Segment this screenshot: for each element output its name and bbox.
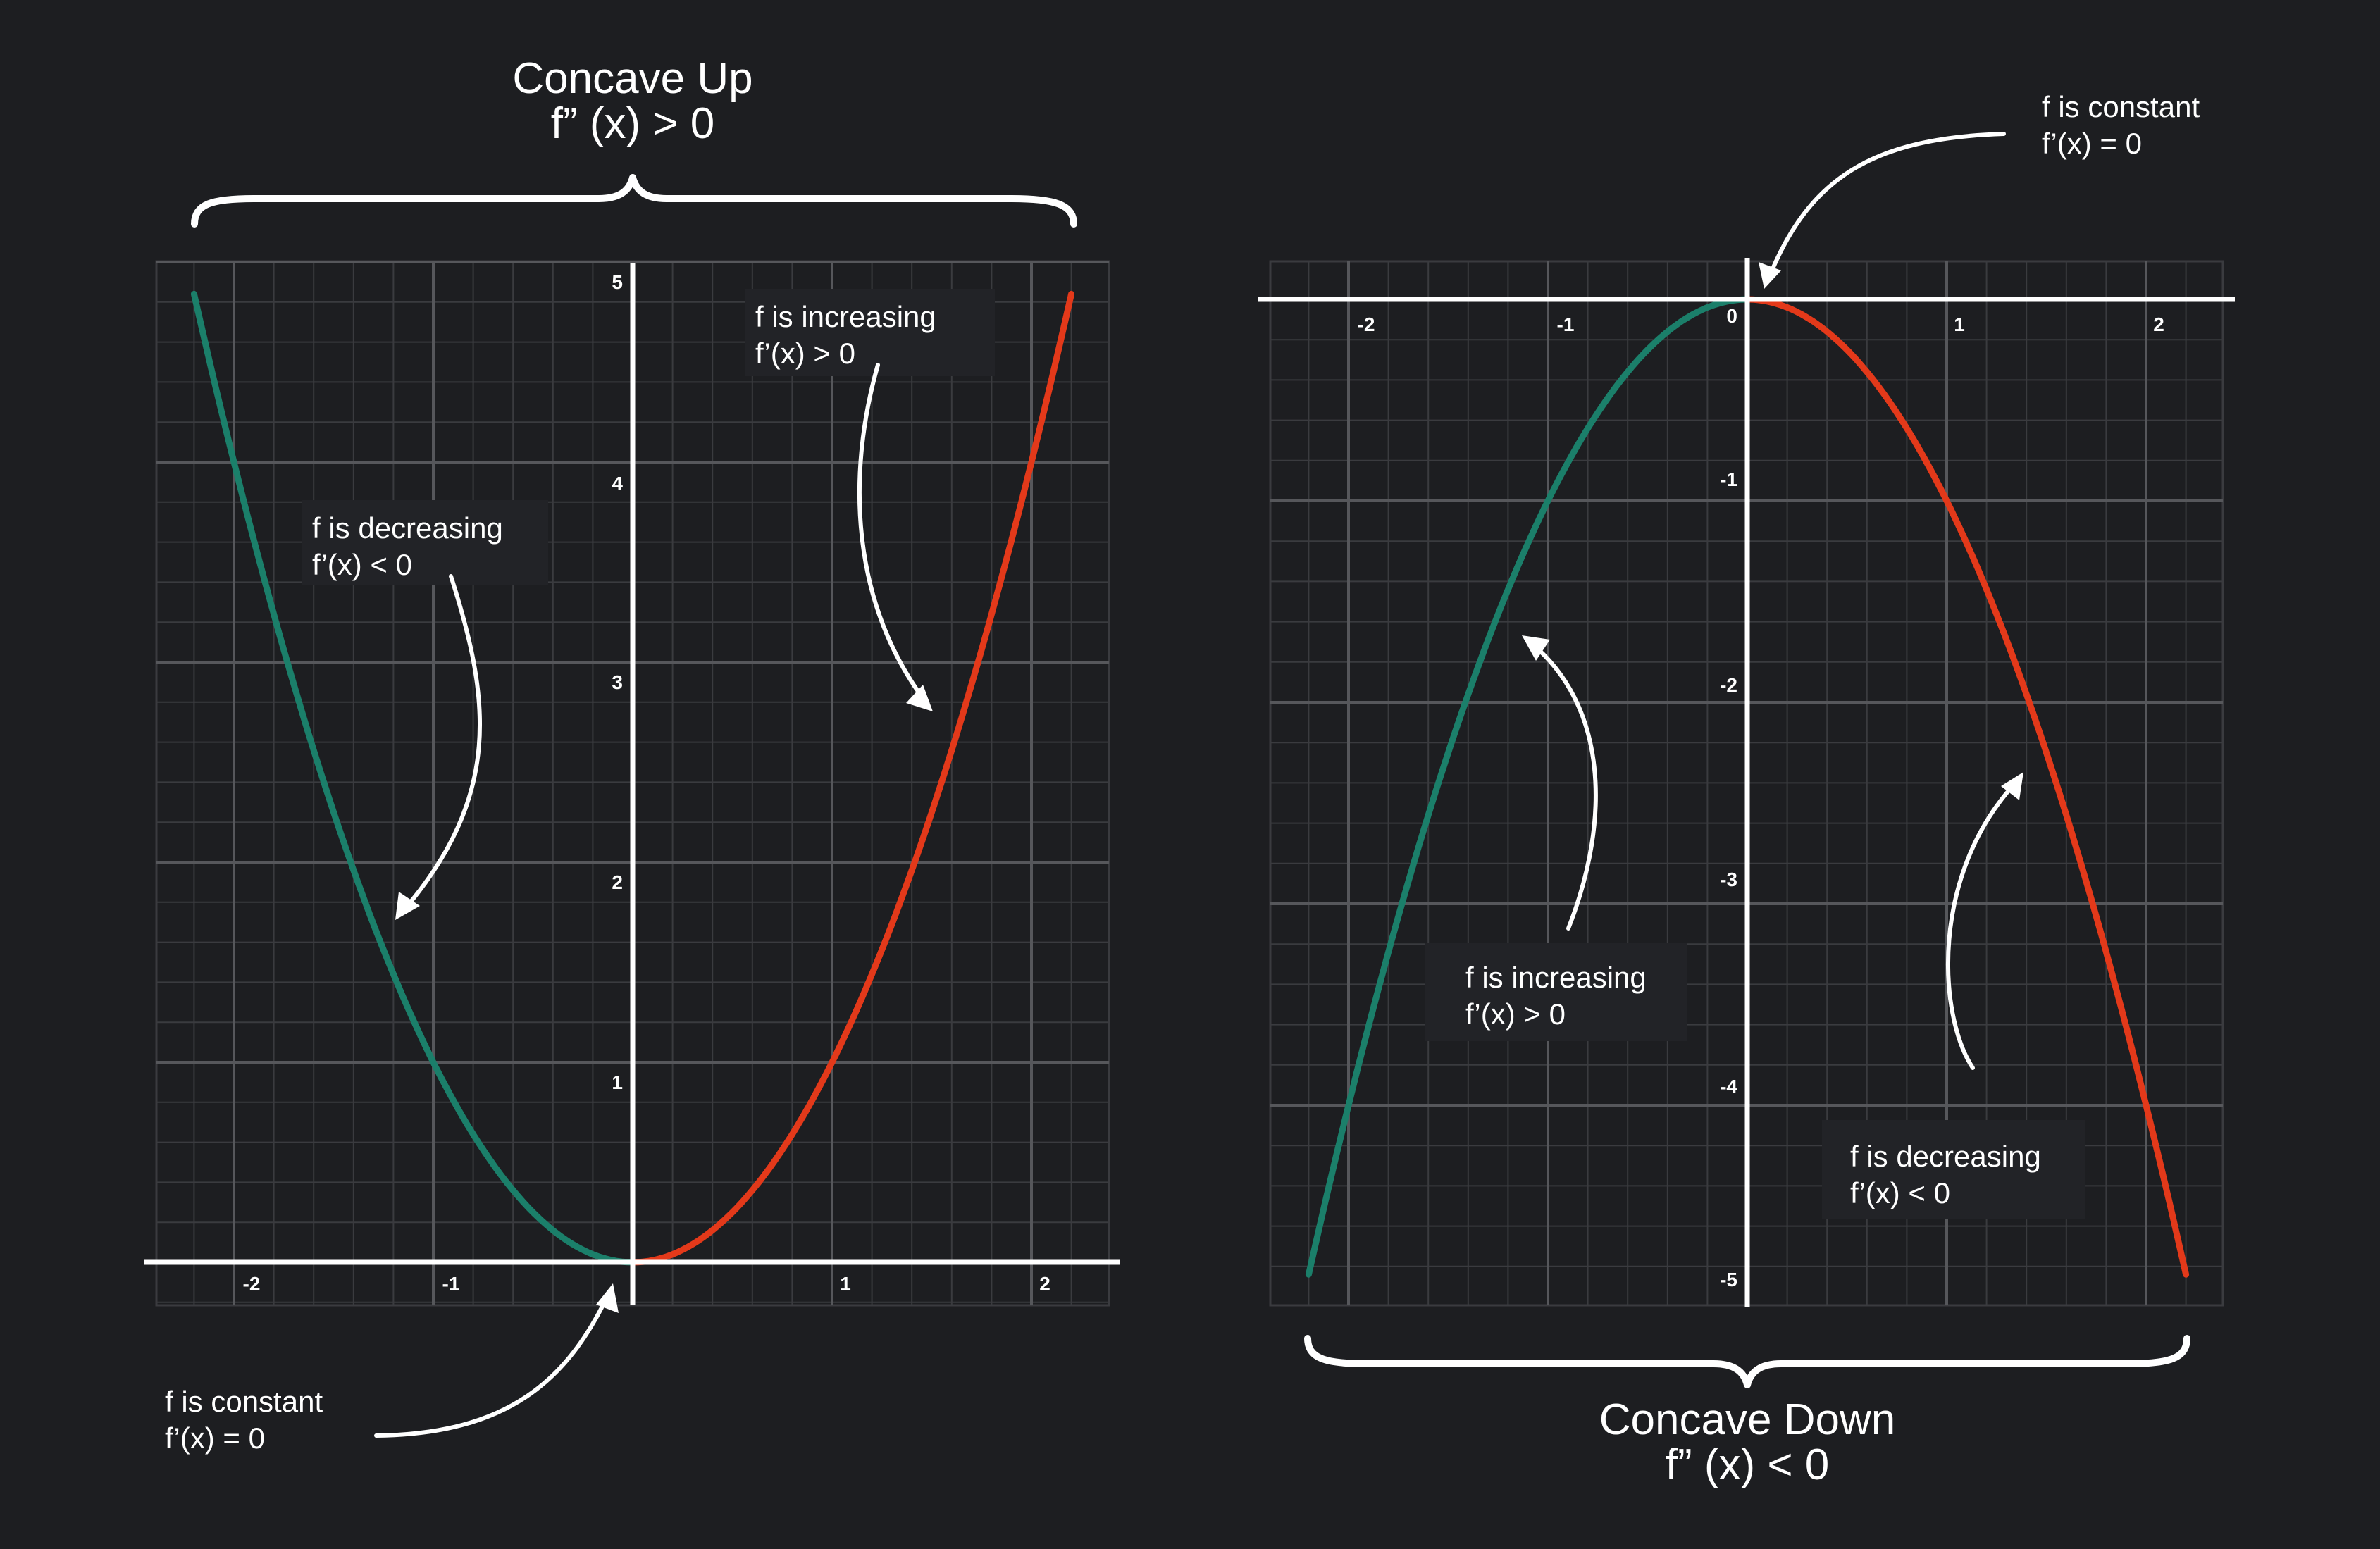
concave-up-title: Concave Up	[512, 54, 752, 103]
x-tick-labels: -2 -1 1 2	[1358, 313, 2164, 335]
x-tick-label: 1	[840, 1273, 851, 1295]
arrow-icon	[857, 363, 929, 705]
series-line	[629, 290, 1075, 1266]
concave-down-panel: -2 -1 1 2 0 -1 -2 -3 -4 -5 f is constant…	[1258, 90, 2235, 1489]
series-line	[190, 290, 636, 1266]
concave-down-subtitle: f” (x) < 0	[1666, 1441, 1830, 1489]
y-tick-label: 3	[612, 671, 623, 693]
arrow-icon	[1946, 780, 2019, 1070]
annotation-line1: f is increasing	[755, 300, 936, 333]
y-tick-label: 4	[612, 473, 623, 494]
x-tick-label: -1	[442, 1273, 460, 1295]
x-tick-label: -2	[243, 1273, 261, 1295]
concave-up-brace	[191, 174, 1077, 228]
arrowhead-icon	[2001, 772, 2023, 800]
annotation-box	[302, 500, 548, 585]
annotation-line2: f’(x) = 0	[165, 1422, 265, 1455]
x-tick-label: -1	[1557, 313, 1575, 335]
y-tick-label: -5	[1720, 1269, 1737, 1290]
annotation-line1: f is increasing	[1465, 961, 1647, 994]
y-tick-label: -1	[1720, 468, 1737, 490]
annotation-box	[1425, 943, 1687, 1041]
annotation-line2: f’(x) > 0	[755, 337, 855, 370]
y-tick-label: -3	[1720, 869, 1737, 890]
annotation-line1: f is decreasing	[1850, 1140, 2041, 1173]
parabola-up-curve	[190, 290, 1075, 1266]
arrow-icon	[374, 1291, 611, 1438]
arrow-icon	[1766, 132, 2006, 281]
annotation-constant: f is constant f’(x) = 0	[165, 1283, 619, 1455]
concave-down-title: Concave Down	[1599, 1395, 1895, 1444]
concave-up-subtitle: f” (x) > 0	[551, 99, 715, 148]
y-tick-labels: 0 -1 -2 -3 -4 -5	[1720, 305, 1737, 1290]
y-tick-labels: 1 2 3 4 5	[612, 271, 623, 1093]
y-tick-label: -4	[1720, 1076, 1737, 1097]
annotation-increasing: f is increasing f’(x) > 0	[745, 289, 995, 711]
annotation-decreasing: f is decreasing f’(x) < 0	[1822, 772, 2085, 1219]
y-tick-label: 5	[612, 271, 623, 293]
annotation-line2: f’(x) > 0	[1465, 997, 1566, 1031]
concave-down-brace	[1304, 1335, 2190, 1388]
arrowhead-icon	[596, 1283, 619, 1313]
y-tick-label: 0	[1726, 305, 1737, 327]
arrowhead-icon	[906, 685, 933, 711]
arrowhead-icon	[1522, 635, 1550, 661]
y-tick-label: 2	[612, 871, 623, 893]
annotation-line1: f is constant	[165, 1385, 323, 1418]
annotation-line1: f is constant	[2042, 90, 2200, 123]
parabola-down-curve	[1305, 296, 2190, 1278]
annotation-increasing: f is increasing f’(x) > 0	[1425, 635, 1687, 1041]
arrow-icon	[398, 574, 482, 916]
annotation-line2: f’(x) = 0	[2042, 127, 2142, 160]
concave-up-panel: Concave Up f” (x) > 0 -2 -1 1 2 1 2 3 4 …	[144, 54, 1120, 1455]
y-tick-label: 1	[612, 1071, 623, 1093]
annotation-line2: f’(x) < 0	[312, 548, 412, 581]
arrowhead-icon	[1759, 262, 1781, 289]
y-tick-label: -2	[1720, 674, 1737, 696]
arrow-icon	[1528, 640, 1598, 931]
x-tick-label: -2	[1358, 313, 1375, 335]
x-tick-labels: -2 -1 1 2	[243, 1273, 1050, 1295]
annotation-box	[745, 289, 995, 376]
x-tick-label: 1	[1954, 313, 1965, 335]
annotation-line2: f’(x) < 0	[1850, 1176, 1950, 1209]
x-tick-label: 2	[1039, 1273, 1050, 1295]
annotation-box	[1822, 1120, 2085, 1219]
series-line	[1305, 296, 1751, 1278]
series-line	[1744, 296, 2190, 1278]
x-tick-label: 2	[2153, 313, 2164, 335]
arrowhead-icon	[395, 892, 420, 920]
annotation-line1: f is decreasing	[312, 511, 503, 545]
annotation-decreasing: f is decreasing f’(x) < 0	[302, 500, 548, 920]
annotation-constant: f is constant f’(x) = 0	[1759, 90, 2200, 289]
